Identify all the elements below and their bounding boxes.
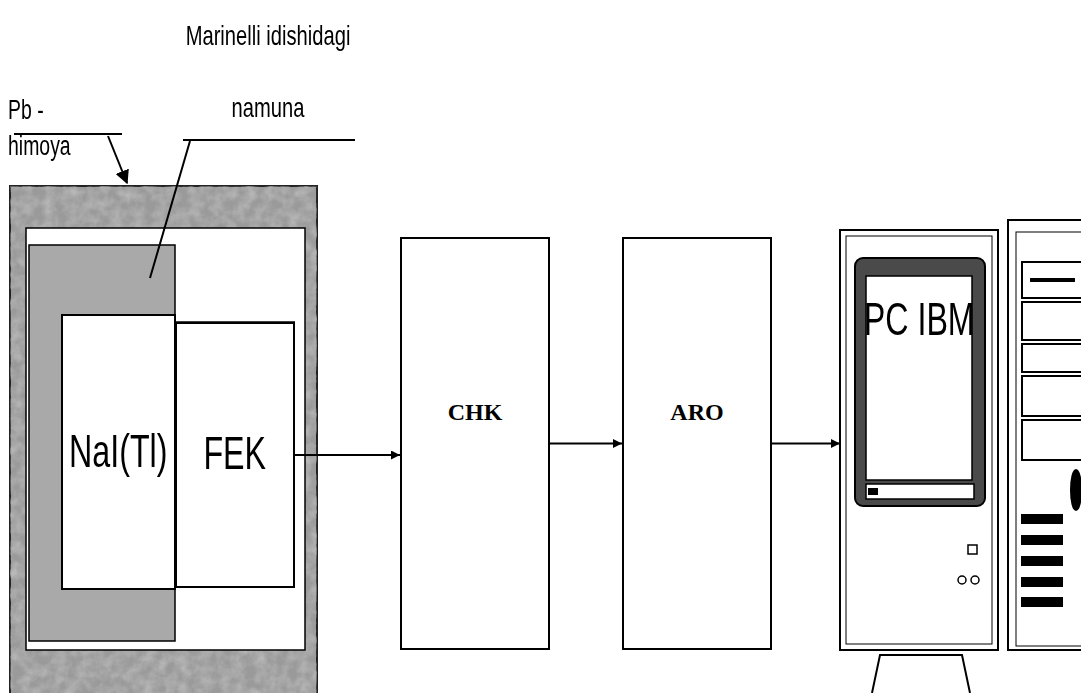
computer-tower bbox=[1008, 220, 1081, 650]
callout-label: Marinelli idishidagi namuna bbox=[174, 0, 361, 144]
node-text: FEK bbox=[204, 428, 267, 479]
node-text: CHK bbox=[448, 399, 503, 425]
photomultiplier-box: FEK bbox=[175, 322, 295, 588]
node-text: NaI(Tl) bbox=[69, 426, 167, 477]
signal-arrow bbox=[550, 443, 622, 445]
node-text: PC IBM bbox=[864, 294, 975, 345]
process-box: ARO bbox=[622, 237, 772, 650]
marinelli-container bbox=[29, 245, 175, 641]
lead-shield bbox=[10, 186, 317, 693]
node-text: ARO bbox=[670, 399, 723, 425]
computer-screen-text: PC IBM bbox=[840, 230, 998, 650]
process-box: CHK bbox=[400, 237, 550, 650]
signal-arrow bbox=[295, 454, 400, 456]
signal-arrow bbox=[772, 443, 840, 445]
callout-label: Pb - himoya bbox=[8, 92, 102, 164]
computer-monitor bbox=[840, 230, 998, 693]
detector-crystal: NaI(Tl) bbox=[61, 314, 176, 590]
